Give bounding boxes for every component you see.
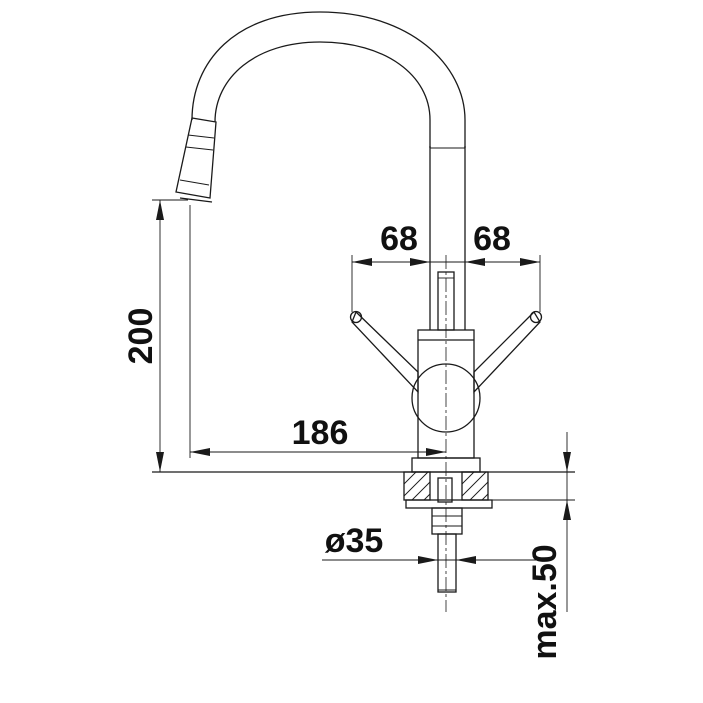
hole-diameter-dimension: ø35: [322, 522, 536, 564]
worktop-thickness-dimension: max.50: [526, 432, 571, 660]
handle-span-dimension: 68 68: [351, 220, 541, 312]
spray-head: [175, 117, 217, 203]
left-lever: [349, 310, 419, 394]
right-lever: [473, 310, 543, 394]
dimension-handle-left: 68: [380, 220, 418, 258]
spout-reach-dimension: 186: [189, 205, 446, 458]
dimension-spout-reach: 186: [292, 414, 349, 452]
dimension-hole-diameter: ø35: [325, 522, 384, 560]
spout-height-dimension: 200: [122, 199, 188, 472]
dimension-handle-right: 68: [473, 220, 511, 258]
dimension-spout-height: 200: [122, 308, 160, 365]
worktop: [152, 471, 575, 509]
dimension-worktop-thickness: max.50: [526, 544, 564, 659]
fixing-shank: [431, 477, 463, 593]
